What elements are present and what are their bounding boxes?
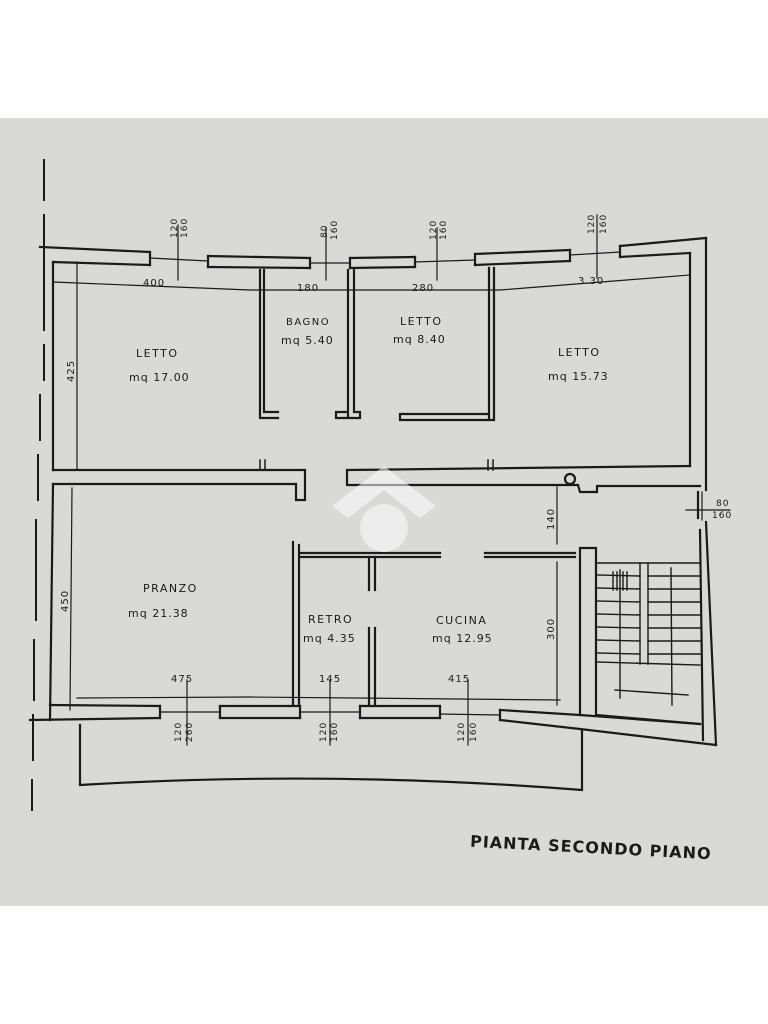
window-top-1-h: 160 [180,217,190,238]
dim-cucina-width: 415 [448,674,471,685]
room-area-pranzo: mq 21.38 [128,607,189,620]
room-name-bagno: BAGNO [286,317,331,328]
dim-pranzo-height: 450 [60,589,71,612]
window-top-2-h: 160 [330,219,340,240]
staircase [595,562,701,706]
window-top-3-h: 160 [439,219,449,240]
dim-letto-1-height: 425 [66,359,77,382]
room-area-letto-1: mq 17.00 [129,371,190,384]
dim-cucina-height-2: 300 [546,617,557,640]
room-name-retro: RETRO [308,613,354,626]
room-area-retro: mq 4.35 [303,632,356,645]
outer-wall-bottom [48,703,702,726]
dim-pranzo-width: 475 [171,674,194,685]
window-top-4-w: 120 [587,213,597,234]
room-name-pranzo: PRANZO [143,582,198,595]
window-bottom-2-h: 160 [330,721,340,742]
dim-letto-1-width: 400 [143,278,166,289]
room-name-letto-3: LETTO [558,346,601,359]
dim-cucina-height-1: 140 [546,507,557,530]
dim-bagno-width: 180 [297,283,320,294]
balcony [78,723,584,792]
window-right-w: 80 [716,499,730,509]
axis-line [31,159,45,811]
dim-letto-3-width: 3.30 [578,276,605,287]
window-top-1-w: 120 [170,217,180,238]
room-area-letto-2: mq 8.40 [393,333,446,346]
watermark-logo [332,466,436,552]
window-bottom-3-w: 120 [457,721,467,742]
window-bottom-3-h: 160 [469,721,479,742]
room-name-letto-2: LETTO [400,315,443,328]
outer-wall-left [48,260,55,722]
dim-retro-width: 145 [319,674,342,685]
room-area-cucina: mq 12.95 [432,632,493,645]
window-bottom-1-w: 120 [174,721,184,742]
window-top-3-w: 120 [429,219,439,240]
window-bottom-1-h: 260 [185,721,195,742]
window-right-h: 160 [712,511,733,521]
room-name-cucina: CUCINA [436,614,488,627]
room-area-bagno: mq 5.40 [281,334,334,347]
dim-letto-2-width: 280 [412,283,435,294]
window-bottom-2-w: 120 [319,721,329,742]
window-top-4-h: 160 [599,213,609,234]
room-name-letto-1: LETTO [136,347,179,360]
window-top-2-w: 80 [320,224,330,238]
room-area-letto-3: mq 15.73 [548,370,609,383]
outer-wall-top [38,236,708,260]
outer-wall-right [704,236,718,747]
